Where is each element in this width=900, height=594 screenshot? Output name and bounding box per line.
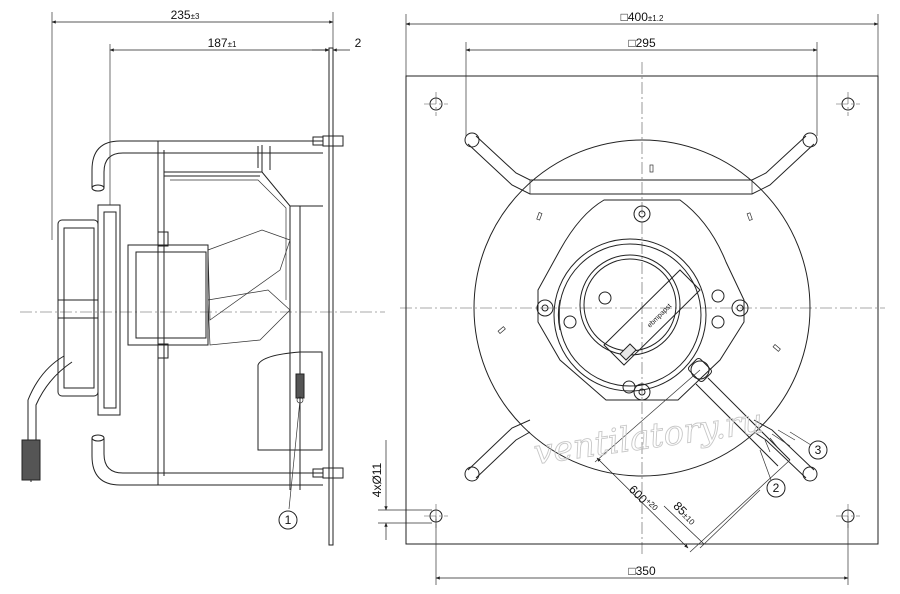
dim-inner-square: □295 — [628, 36, 656, 50]
callout-2-label: 2 — [773, 481, 780, 495]
watermark: ventilatory.ru — [531, 401, 765, 473]
motor-housing — [553, 238, 707, 392]
dim-plate-size: □400±1.2 — [621, 10, 664, 24]
motor-rotor — [127, 244, 209, 346]
dim-overall-depth: 235±3 — [171, 8, 200, 22]
earth-terminal — [295, 373, 305, 399]
dim-depth: 187±1 — [208, 36, 237, 50]
dim-wire-strip: 85±10 — [670, 499, 699, 528]
motor-flange — [537, 199, 745, 401]
screw-bosses — [536, 205, 749, 401]
side-view: 1 235±3 187±1 2 4xØ11 — [20, 8, 432, 546]
rating-label — [603, 269, 701, 366]
dim-cable-length: 600+20 — [626, 482, 660, 516]
dim-holes: 4xØ11 — [370, 462, 384, 497]
cable-bundle-side — [21, 439, 41, 481]
callout-1-label: 1 — [285, 513, 292, 527]
callout-3 — [808, 440, 828, 460]
callout-3-label: 3 — [815, 443, 822, 457]
dim-flange-thickness: 2 — [355, 36, 362, 50]
side-mounting-plate — [328, 47, 334, 546]
vent-slots — [497, 164, 781, 352]
callout-1 — [278, 510, 298, 530]
callout-2 — [766, 478, 786, 498]
dim-hole-spacing: □350 — [628, 564, 656, 578]
label-brand: ebmpapst — [646, 303, 673, 330]
front-view: ebmpapst 2 3 □400±1.2 □295 □350 600 — [400, 10, 885, 585]
